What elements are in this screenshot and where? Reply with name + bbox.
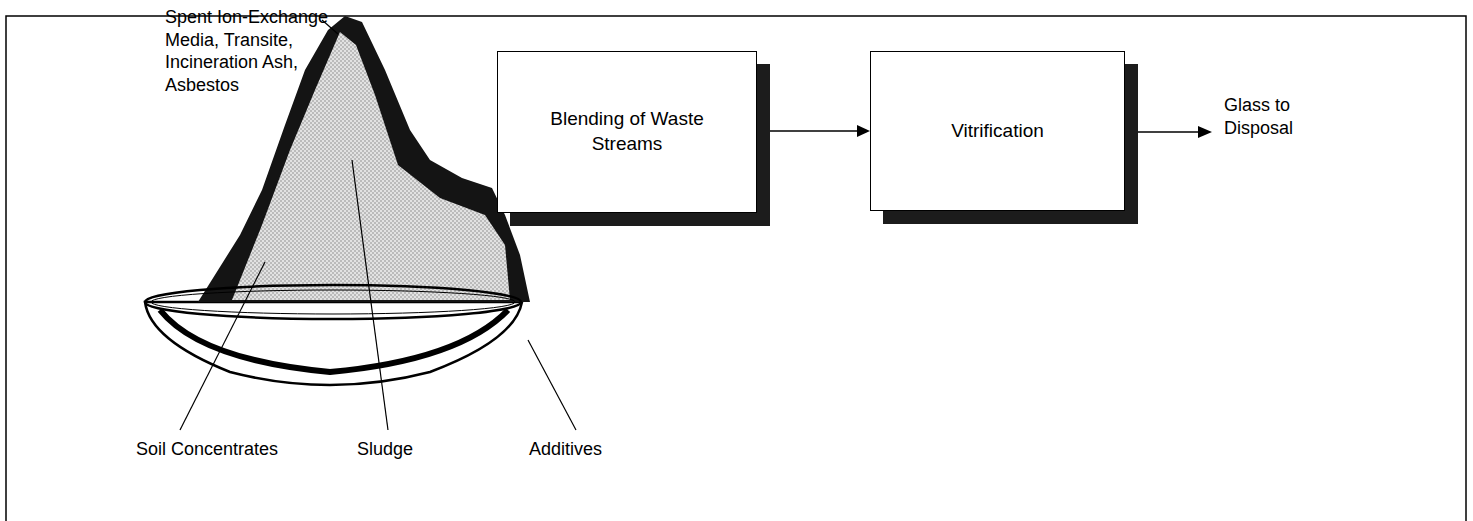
arrowhead: [1198, 126, 1212, 138]
callout-label: Soil Concentrates: [136, 438, 336, 461]
leader-line: [352, 160, 388, 430]
pile-inner: [232, 32, 510, 300]
callout-label: Glass to Disposal: [1224, 94, 1344, 139]
box-text: Vitrification: [935, 109, 1060, 154]
callout-label: Additives: [529, 438, 649, 461]
process-box: Vitrification: [870, 51, 1125, 211]
flow-arrow: [757, 125, 870, 137]
callout-label: Spent Ion-Exchange Media, Transite, Inci…: [165, 6, 335, 96]
connector-line: [757, 130, 860, 132]
arrowhead: [857, 125, 870, 137]
leader-line: [180, 262, 265, 430]
dish-rim: [145, 285, 521, 319]
leader-line: [528, 340, 576, 430]
process-box: Blending of Waste Streams: [497, 51, 757, 213]
callout-label: Sludge: [357, 438, 477, 461]
dish-rim-inner: [151, 290, 515, 314]
output-arrow: [1138, 131, 1200, 133]
box-text: Blending of Waste Streams: [506, 97, 748, 166]
